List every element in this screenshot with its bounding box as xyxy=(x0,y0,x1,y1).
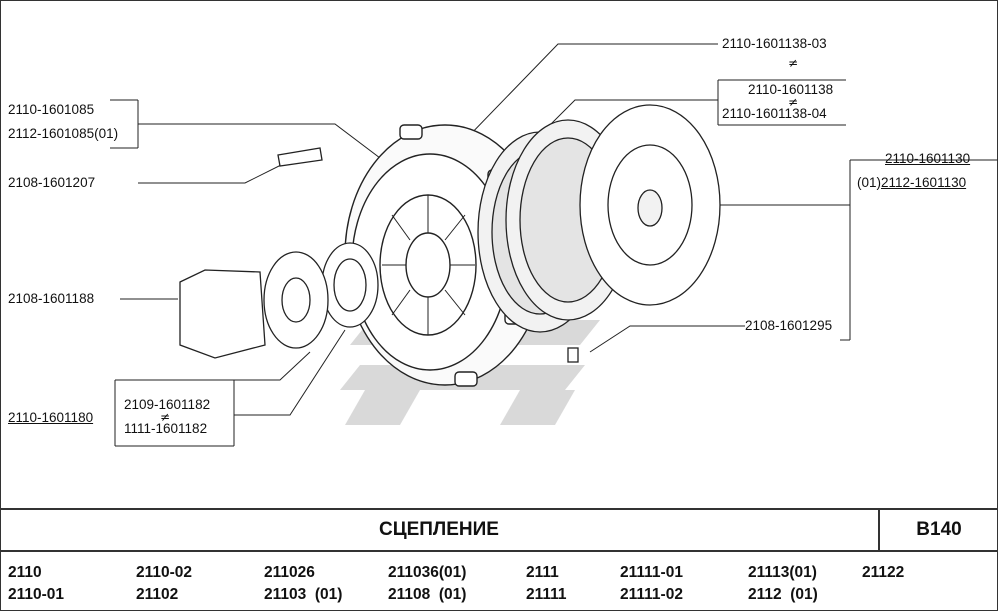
label-pressure-plate-a: 2110-1601085 xyxy=(8,102,95,117)
label-bolt: 2108-1601207 xyxy=(8,175,96,190)
label-spring-clip: 2108-1601188 xyxy=(8,291,95,306)
label-disc-assy-a: 2110-1601130 xyxy=(885,151,971,166)
disc-assy-b-prefix: (01) xyxy=(857,175,882,190)
label-disc-top: 2110-1601138-03 xyxy=(722,36,827,51)
model-cell: 21122 xyxy=(862,564,905,581)
neq-symbol-bearing: ≠ xyxy=(160,410,171,424)
model-cell: 2112 (01) xyxy=(748,586,818,603)
model-cell: 2110 xyxy=(8,564,42,581)
model-cell: 2111 xyxy=(526,564,559,581)
model-cell: 21113(01) xyxy=(748,564,817,581)
label-release-assy: 2110-1601180 xyxy=(8,410,94,425)
label-bearing-b: 1111-1601182 xyxy=(124,421,208,436)
label-pressure-plate-b: 2112-1601085(01) xyxy=(8,126,119,141)
release-bearing xyxy=(179,147,579,363)
model-cell: 21102 xyxy=(136,586,179,603)
page-code: B140 xyxy=(878,508,998,552)
model-cell: 21111-02 xyxy=(620,586,683,603)
model-cell: 2110-01 xyxy=(8,586,65,603)
friction-discs xyxy=(477,104,721,333)
model-cell: 211026 xyxy=(264,564,315,581)
neq-symbol-disc-top: ≠ xyxy=(788,56,799,70)
leader-lines xyxy=(110,43,998,447)
label-bearing-a: 2109-1601182 xyxy=(124,397,211,412)
label-disc-assy-b: (01)2112-1601130 xyxy=(857,175,966,191)
disc-assy-b-number: 2112-1601130 xyxy=(881,175,967,190)
model-cell: 2110-02 xyxy=(136,564,193,581)
model-cell: 21108 (01) xyxy=(388,586,467,603)
label-pin: 2108-1601295 xyxy=(745,318,833,333)
label-disc-bottom: 2110-1601138-04 xyxy=(722,106,827,121)
model-cell: 211036(01) xyxy=(388,564,467,581)
model-cell: 21103 (01) xyxy=(264,586,343,603)
model-cell: 21111-01 xyxy=(620,564,683,581)
model-cell: 21111 xyxy=(526,586,567,603)
label-disc-mid: 2110-1601138 xyxy=(748,82,834,97)
title-bar xyxy=(0,508,998,552)
page-title: СЦЕПЛЕНИЕ xyxy=(379,519,499,540)
neq-symbol-disc-mid: ≠ xyxy=(788,95,799,109)
